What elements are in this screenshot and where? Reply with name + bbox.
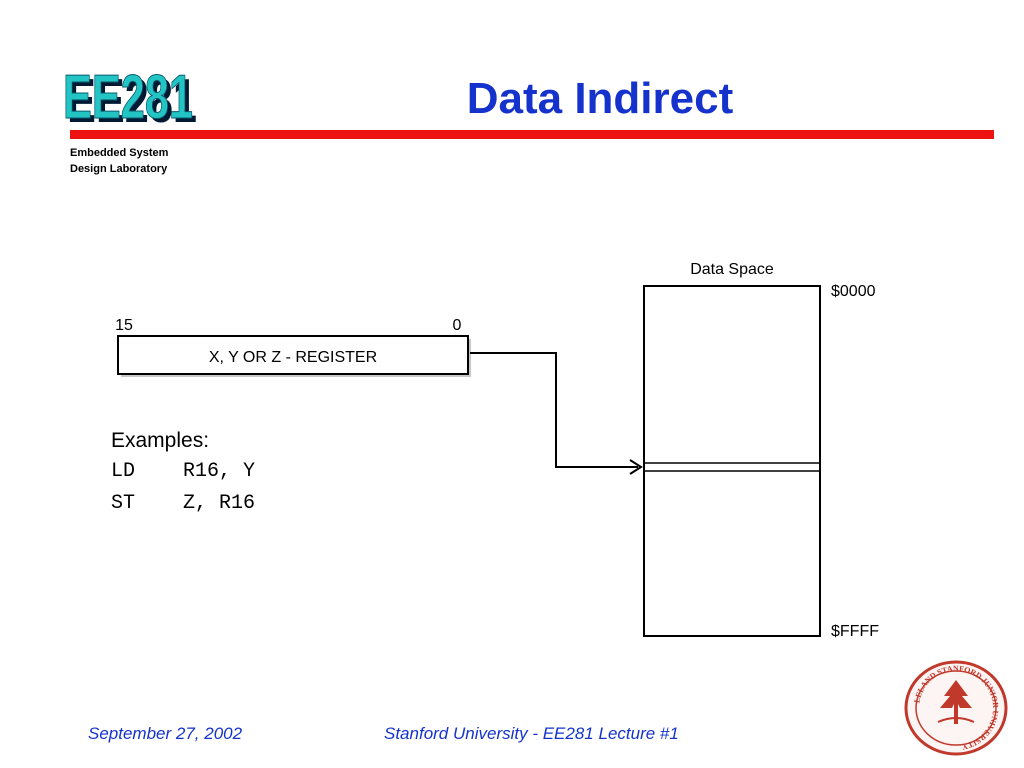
data-space-box	[643, 285, 821, 637]
lab-name: Embedded System Design Laboratory	[70, 145, 168, 177]
footer-course: Stanford University - EE281 Lecture #1	[384, 724, 679, 743]
slide-title: Data Indirect	[466, 74, 734, 123]
title-divider	[70, 130, 994, 139]
register-low-bit-label: 0	[453, 317, 462, 334]
example-line-ld: LD R16, Y	[111, 460, 256, 483]
register-label: X, Y OR Z - REGISTER	[209, 349, 377, 366]
example-line-st: ST Z, R16	[111, 492, 256, 515]
pointer-arrow-line	[470, 352, 638, 468]
pointer-arrowhead	[629, 459, 643, 475]
seal-inner-ring	[915, 670, 997, 746]
examples-block: Examples: LD R16, Y ST Z, R16	[111, 426, 255, 520]
footer-date: September 27, 2002	[88, 724, 243, 743]
lab-name-line1: Embedded System	[70, 147, 169, 159]
logo-text-shadow: EE281	[67, 67, 197, 136]
stanford-seal-logo: LELAND STANFORD JUNIOR UNIVERSITY	[904, 660, 1008, 756]
register-box	[117, 335, 471, 377]
examples-heading: Examples:	[111, 429, 210, 452]
seal-tree-icon	[937, 680, 975, 724]
ee281-logo: EE281 EE281	[63, 63, 198, 137]
start-address-label: $0000	[831, 283, 876, 300]
register-high-bit-label: 15	[115, 317, 133, 334]
logo-text: EE281	[63, 63, 193, 132]
data-space-label: Data Space	[690, 261, 774, 278]
lab-name-line2: Design Laboratory	[70, 163, 168, 175]
end-address-label: $FFFF	[831, 623, 879, 640]
register-box-frame	[117, 335, 469, 375]
